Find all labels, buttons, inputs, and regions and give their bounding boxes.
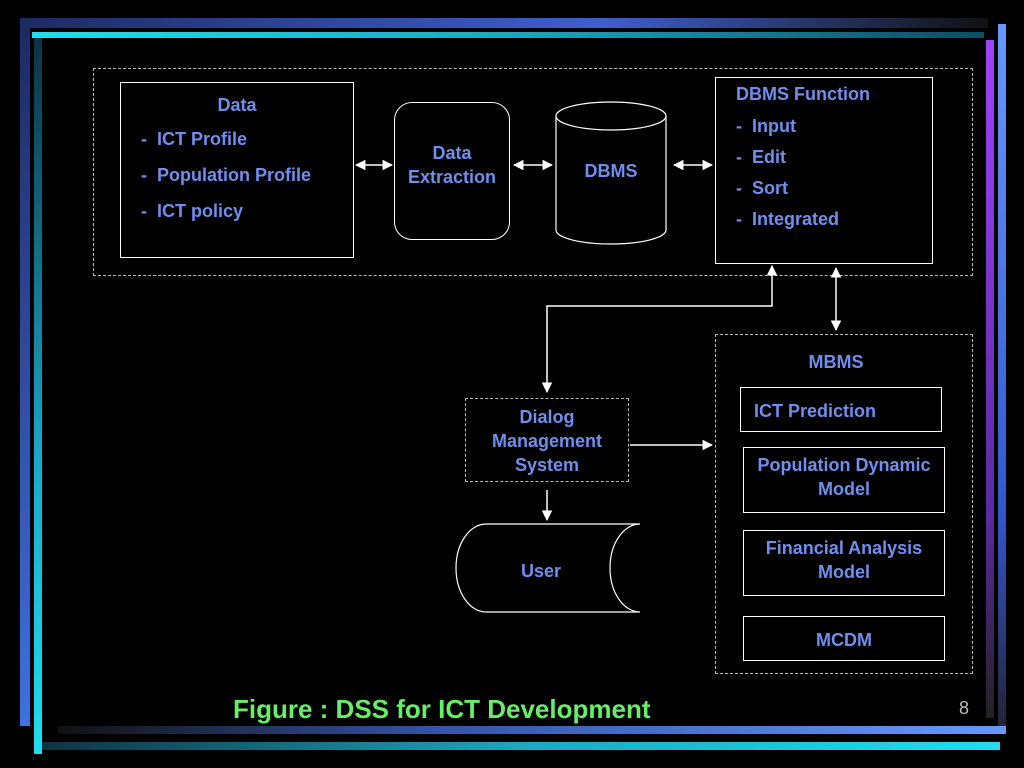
population-model-box: Population Dynamic Model xyxy=(743,447,945,513)
dbms-cylinder xyxy=(555,101,667,245)
frame-top-bar xyxy=(20,18,988,28)
user-storage-shape xyxy=(455,523,641,613)
database-subsystem-group xyxy=(93,68,973,276)
financial-line2: Model xyxy=(818,562,870,582)
data-extraction-line2: Extraction xyxy=(407,167,497,187)
dbms-label: DBMS xyxy=(584,161,638,181)
dbms-function-title: DBMS Function xyxy=(736,84,870,104)
dialog-management-box: Dialog Management System xyxy=(465,398,629,482)
frame-right-bar-purple xyxy=(986,40,994,718)
figure-caption: Figure : DSS for ICT Development xyxy=(233,694,651,724)
dbms-function-item: - Edit xyxy=(736,147,786,167)
page-number: 8 xyxy=(959,698,970,718)
frame-bottom-bar-cyan xyxy=(42,742,1000,750)
dialog-line2: Management xyxy=(491,431,603,451)
ict-prediction-label: ICT Prediction xyxy=(754,401,877,421)
dbms-function-item: - Input xyxy=(736,116,796,136)
frame-left-bar xyxy=(20,28,30,726)
financial-line1: Financial Analysis xyxy=(765,538,923,558)
mcdm-box: MCDM xyxy=(743,616,945,661)
frame-top-bar-cyan xyxy=(32,32,984,38)
dbms-function-item: - Sort xyxy=(736,178,788,198)
dbms-function-box: DBMS Function - Input - Edit - Sort - In… xyxy=(715,77,933,264)
arrow-function-dialog xyxy=(541,264,778,394)
data-item: - Population Profile xyxy=(141,165,312,185)
data-box: Data - ICT Profile - Population Profile … xyxy=(120,82,354,258)
dialog-line3: System xyxy=(514,455,580,475)
population-line1: Population Dynamic xyxy=(757,455,931,475)
frame-bottom-bar-blue xyxy=(58,726,1006,734)
financial-model-box: Financial Analysis Model xyxy=(743,530,945,596)
mbms-title: MBMS xyxy=(808,352,864,372)
data-box-list: - ICT Profile - Population Profile - ICT… xyxy=(141,121,351,229)
data-box-title: Data xyxy=(217,95,257,115)
mcdm-label: MCDM xyxy=(816,630,872,650)
dbms-function-item: - Integrated xyxy=(736,209,840,229)
data-extraction-box: Data Extraction xyxy=(394,102,510,240)
frame-left-bar-cyan xyxy=(34,38,42,754)
data-item: - ICT Profile xyxy=(141,129,248,149)
ict-prediction-box: ICT Prediction xyxy=(740,387,942,432)
population-line2: Model xyxy=(818,479,870,499)
frame-right-bar-blue xyxy=(998,24,1006,730)
data-item: - ICT policy xyxy=(141,201,244,221)
dialog-line1: Dialog xyxy=(519,407,575,427)
user-label: User xyxy=(520,561,562,581)
mbms-group xyxy=(715,334,973,674)
data-extraction-line1: Data xyxy=(432,143,472,163)
